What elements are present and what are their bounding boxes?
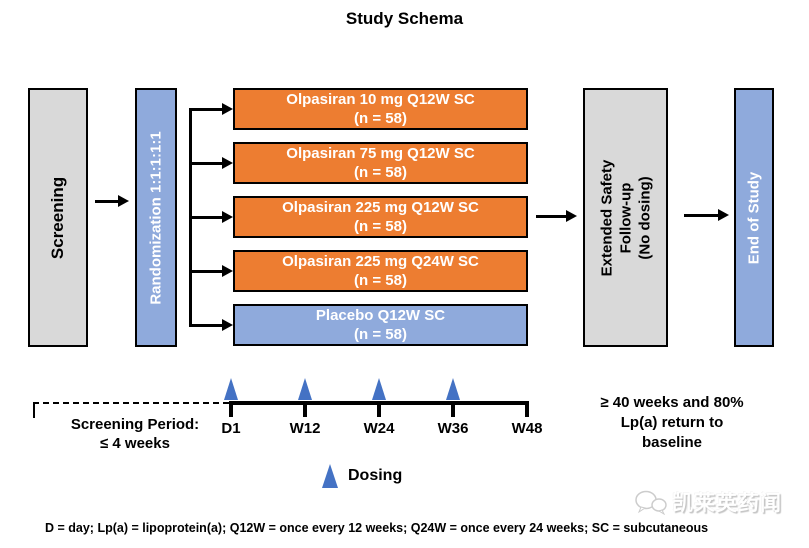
arm-label-line1: Olpasiran 75 mg Q12W SC [286, 145, 475, 162]
dosing-legend-label: Dosing [348, 467, 403, 484]
branch-arrow-4 [189, 265, 233, 277]
screening-box: Screening [28, 88, 88, 347]
page-title: Study Schema [345, 9, 464, 28]
timeline-label-w24: W24 [363, 420, 395, 437]
screening-period-start-tick [33, 402, 35, 418]
timeline-label-w12: W12 [289, 420, 321, 437]
arm-label-line2: (n = 58) [354, 164, 407, 181]
timeline-label-w36: W36 [437, 420, 469, 437]
arm-label-line1: Olpasiran 225 mg Q24W SC [282, 253, 479, 270]
dosing-marker-icon-w24 [372, 378, 386, 400]
dosing-marker-icon-w12 [298, 378, 312, 400]
arm-label-line1: Olpasiran 225 mg Q12W SC [282, 199, 479, 216]
timeline-tick-w12 [303, 401, 307, 417]
arm-label-line2: (n = 58) [354, 272, 407, 289]
branch-arrow-2 [189, 157, 233, 169]
end-of-study-label: End of Study [745, 171, 763, 264]
arm-box-olpasiran-10mg: Olpasiran 10 mg Q12W SC (n = 58) [233, 88, 528, 130]
abbreviations-footnote: D = day; Lp(a) = lipoprotein(a); Q12W = … [45, 521, 709, 535]
arm-label-line2: (n = 58) [354, 218, 407, 235]
screening-period-note: Screening Period: ≤ 4 weeks [70, 416, 200, 452]
screening-label: Screening [48, 176, 67, 259]
wechat-icon [635, 490, 667, 515]
dosing-legend-triangle-icon [322, 464, 338, 488]
arm-box-olpasiran-225mg-q24w: Olpasiran 225 mg Q24W SC (n = 58) [233, 250, 528, 292]
end-of-study-box: End of Study [734, 88, 774, 347]
dosing-marker-icon-w36 [446, 378, 460, 400]
arm-box-placebo: Placebo Q12W SC (n = 58) [233, 304, 528, 346]
arm-label-line2: (n = 58) [354, 326, 407, 343]
branch-arrow-3 [189, 211, 233, 223]
watermark-text: 凯莱英药闻 [672, 492, 782, 515]
arrow-extended-safety-to-end [684, 209, 729, 221]
arm-box-olpasiran-225mg-q12w: Olpasiran 225 mg Q12W SC (n = 58) [233, 196, 528, 238]
publisher-watermark: 凯莱英药闻 [634, 487, 782, 517]
extended-safety-box: Extended Safety Follow-up (No dosing) [583, 88, 668, 347]
arm-box-olpasiran-75mg: Olpasiran 75 mg Q12W SC (n = 58) [233, 142, 528, 184]
followup-duration-note: ≥ 40 weeks and 80% Lp(a) return to basel… [600, 394, 744, 451]
extended-safety-label: Extended Safety Follow-up (No dosing) [598, 159, 653, 276]
arrow-screening-to-randomization [95, 195, 129, 207]
screening-period-dashed-line [33, 402, 229, 404]
timeline-label-w48: W48 [511, 420, 543, 437]
timeline-tick-w48 [525, 401, 529, 417]
arm-label-line2: (n = 58) [354, 110, 407, 127]
branch-arrow-5 [189, 319, 233, 331]
timeline-tick-d1 [229, 401, 233, 417]
dosing-marker-icon-d1 [224, 378, 238, 400]
timeline-label-d1: D1 [221, 420, 241, 437]
randomization-label: Randomization 1:1:1:1:1 [147, 130, 165, 305]
randomization-box: Randomization 1:1:1:1:1 [135, 88, 177, 347]
arm-label-line1: Placebo Q12W SC [315, 307, 446, 324]
arrow-arms-to-extended-safety [536, 210, 577, 222]
branch-arrow-1 [189, 103, 233, 115]
timeline-tick-w24 [377, 401, 381, 417]
arm-label-line1: Olpasiran 10 mg Q12W SC [286, 91, 475, 108]
timeline-tick-w36 [451, 401, 455, 417]
